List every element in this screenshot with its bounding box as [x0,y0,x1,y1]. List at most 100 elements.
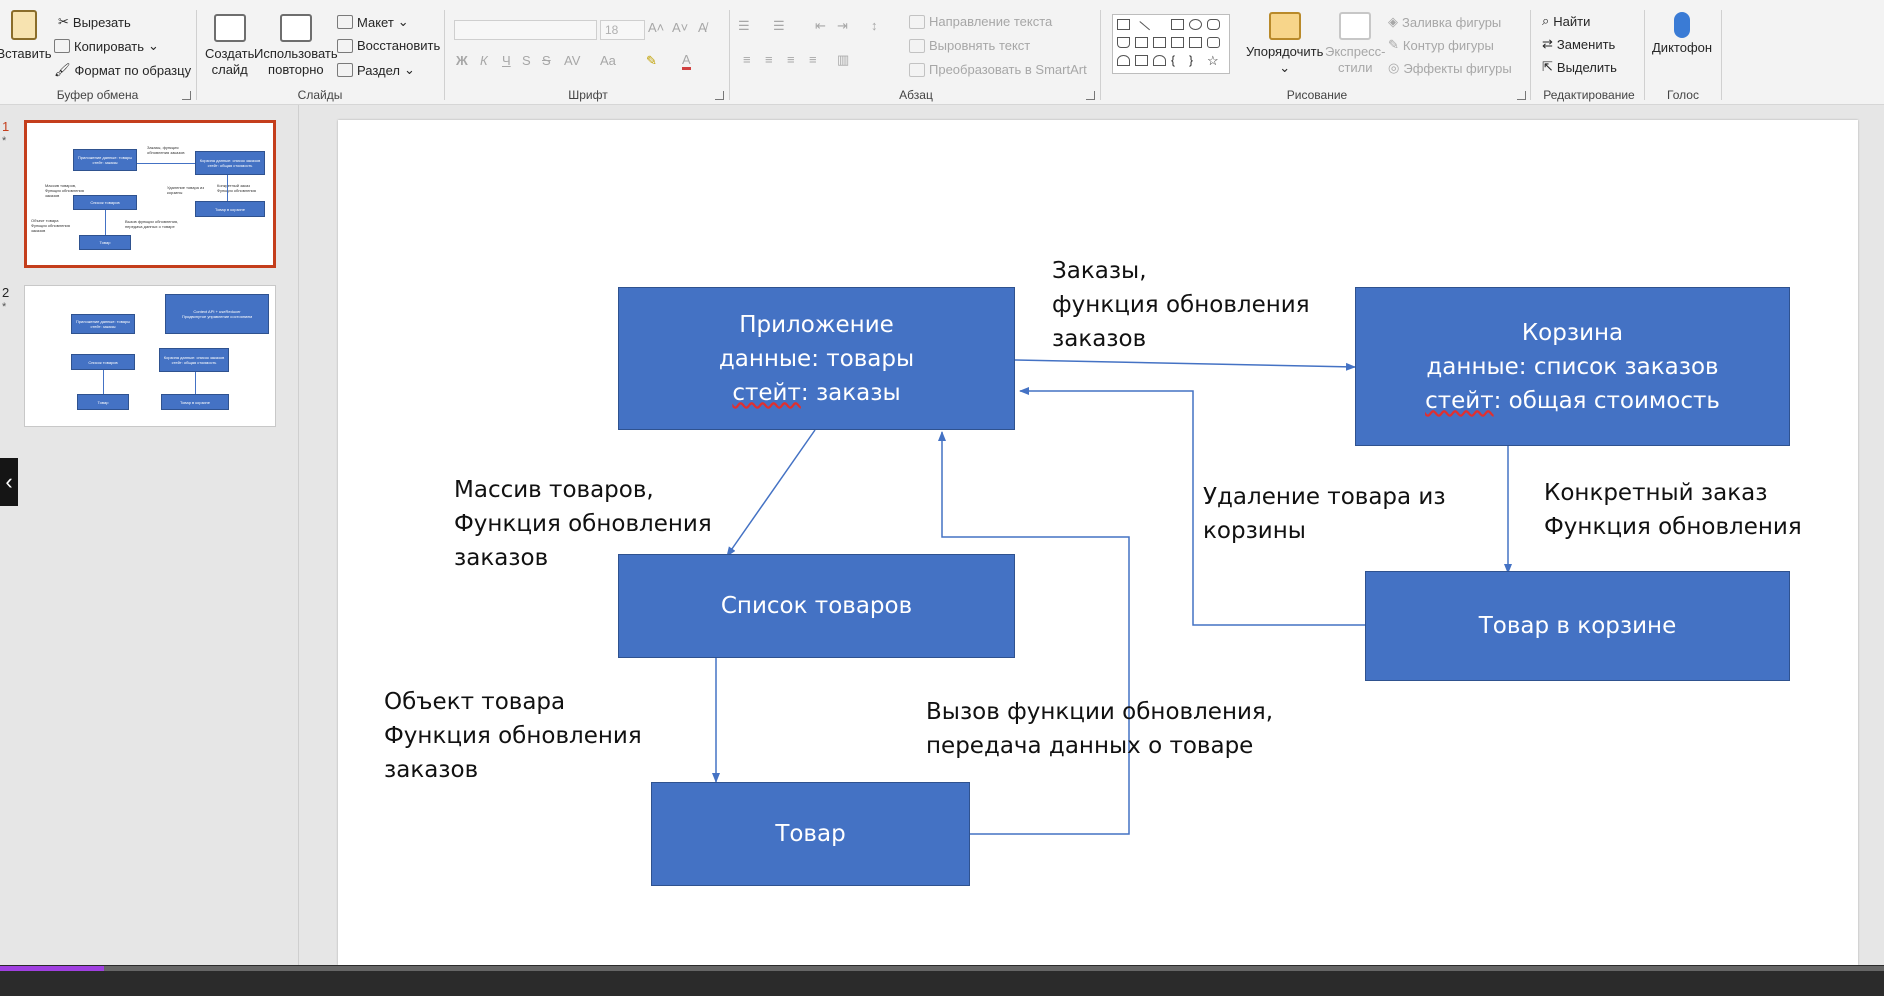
font-family-select[interactable] [454,20,597,40]
paste-button[interactable]: Вставить [0,10,52,61]
app-box[interactable]: Приложение данные: товары стейт: заказы [618,287,1015,430]
reset-button[interactable]: Восстановить [337,38,440,53]
shape-rectangle-icon[interactable] [1171,19,1184,30]
format-painter-button[interactable]: 🖌 Формат по образцу [54,62,191,78]
dialog-launcher-icon[interactable] [1517,91,1526,100]
thumb-label: Конкретный заказ Функция обновления [217,183,256,193]
replace-label: Заменить [1556,36,1616,52]
increase-font-size-icon[interactable]: A˄ [648,20,665,35]
arrange-button[interactable]: Упорядочить ⌄ [1246,12,1323,76]
shape-star-icon[interactable]: ☆ [1207,53,1219,68]
shape-brace-right-icon[interactable]: } [1189,53,1194,67]
line-spacing-icon[interactable]: ↕ [871,18,878,33]
shape-outline-button[interactable]: ✎ Контур фигуры [1388,37,1494,53]
replace-button[interactable]: ⇄ Заменить [1542,36,1615,52]
font-color-icon[interactable]: A [682,53,691,70]
shape-rounded-rect-icon[interactable] [1207,19,1220,30]
shape-callout-icon[interactable] [1207,37,1220,48]
shape-arc-icon[interactable] [1153,55,1166,66]
shape-oval-icon[interactable] [1189,19,1202,30]
label-line: Функция обновления [454,511,712,537]
align-left-icon[interactable]: ≡ [743,52,751,67]
decrease-indent-icon[interactable]: ⇤ [815,18,826,33]
new-slide-button[interactable]: Создать слайд [205,14,254,78]
chevron-left-icon[interactable]: ‹ [0,458,18,506]
shape-fill-button[interactable]: ◈ Заливка фигуры [1388,14,1501,30]
columns-icon[interactable]: ▥ [837,52,850,67]
cut-label: Вырезать [72,14,131,30]
slide-canvas[interactable]: Приложение данные: товары стейт: заказы … [338,120,1858,965]
dialog-launcher-icon[interactable] [715,91,724,100]
label-remove-from-cart[interactable]: Удаление товара из корзины [1203,480,1446,548]
align-right-icon[interactable]: ≡ [787,52,795,67]
shape-triangle-icon[interactable] [1117,37,1130,48]
dialog-launcher-icon[interactable] [1086,91,1095,100]
dialog-launcher-icon[interactable] [182,91,191,100]
shape-connector-icon[interactable] [1135,37,1148,48]
label-product-object[interactable]: Объект товара Функция обновления заказов [384,685,642,787]
slide-animation-marker: * [2,135,7,147]
shape-line-icon[interactable] [1132,21,1151,38]
video-progress-track[interactable] [0,966,1884,971]
slide-thumbnail-1[interactable]: Приложение данные: товары стейт: заказы … [24,120,276,268]
label-orders[interactable]: Заказы, функция обновления заказов [1052,254,1310,356]
decrease-font-size-icon[interactable]: A˅ [672,20,689,35]
align-center-icon[interactable]: ≡ [765,52,773,67]
shape-arrow-down-icon[interactable] [1189,37,1202,48]
italic-button[interactable]: К [480,53,488,68]
quick-styles-button[interactable]: Экспресс- стили [1325,12,1386,76]
increase-indent-icon[interactable]: ⇥ [837,18,848,33]
shape-effects-button[interactable]: ◎ Эффекты фигуры [1388,60,1512,76]
slides-group-label: Слайды [297,88,343,102]
layout-button[interactable]: Макет ⌄ [337,14,409,30]
align-text-button[interactable]: Выровнять текст [909,38,1030,53]
spellcheck-word: стейт [732,379,801,406]
product-list-box[interactable]: Список товаров [618,554,1015,658]
bullets-icon[interactable]: ☰ [738,18,750,33]
font-size-select[interactable]: 18 [600,20,645,40]
slide-thumbnail-pane: 1 * Приложение данные: товары стейт: зак… [0,105,299,965]
shape-freeform-icon[interactable] [1135,55,1148,66]
label-line: заказов [1052,326,1147,352]
character-spacing-button[interactable]: AV [564,53,581,68]
cut-button[interactable]: ✂ Вырезать [58,14,131,30]
clear-formatting-icon[interactable]: A̸ [698,20,707,35]
product-box[interactable]: Товар [651,782,970,886]
smartart-label: Преобразовать в SmartArt [929,62,1087,77]
shape-arrow-right-icon[interactable] [1171,37,1184,48]
shape-elbow-icon[interactable] [1153,37,1166,48]
shapes-gallery[interactable]: { } ☆ [1112,14,1230,74]
section-button[interactable]: Раздел ⌄ [337,62,415,78]
change-case-button[interactable]: Aa [600,53,616,68]
slide-thumbnail-2[interactable]: Приложение данные: товары стейт: заказы … [24,285,276,427]
find-label: Найти [1553,13,1591,29]
cart-box[interactable]: Корзина данные: список заказов стейт: об… [1355,287,1790,446]
product-title: Товар [775,821,846,847]
label-specific-order[interactable]: Конкретный заказ Функция обновления [1544,476,1802,544]
find-button[interactable]: ⌕ Найти [1542,13,1590,29]
thumb-label: Вызов функции обновления, передача данны… [125,219,179,229]
font-group: 18 A˄ A˅ A̸ Ж К Ч S S AV Aa ✎ A Шрифт [448,0,728,104]
label-products-array[interactable]: Массив товаров, Функция обновления заказ… [454,473,712,575]
shape-brace-left-icon[interactable]: { [1171,53,1176,67]
bold-button[interactable]: Ж [456,53,468,68]
highlight-icon[interactable]: ✎ [646,53,657,68]
dictate-button[interactable]: Диктофон [1652,12,1712,55]
cart-item-box[interactable]: Товар в корзине [1365,571,1790,681]
select-button[interactable]: ⇱ Выделить [1542,59,1617,75]
text-direction-button[interactable]: Направление текста [909,14,1052,29]
copy-button[interactable]: Копировать ⌄ [54,38,159,54]
strikethrough-button[interactable]: S [542,53,551,68]
numbering-icon[interactable]: ☰ [773,18,785,33]
shape-curve-icon[interactable] [1117,55,1130,66]
underline-button[interactable]: Ч [502,53,511,68]
thumb-label: Продвинутое управление состоянием [181,314,253,319]
shadow-button[interactable]: S [522,53,531,68]
justify-icon[interactable]: ≡ [809,52,817,67]
label-update-call[interactable]: Вызов функции обновления, передача данны… [926,695,1273,763]
shape-textbox-icon[interactable] [1117,19,1130,30]
smartart-button[interactable]: Преобразовать в SmartArt [909,62,1087,77]
label-line: Удаление товара из [1203,484,1446,510]
reuse-slides-button[interactable]: Использовать повторно [254,14,338,78]
shape-outline-label: Контур фигуры [1402,37,1494,53]
